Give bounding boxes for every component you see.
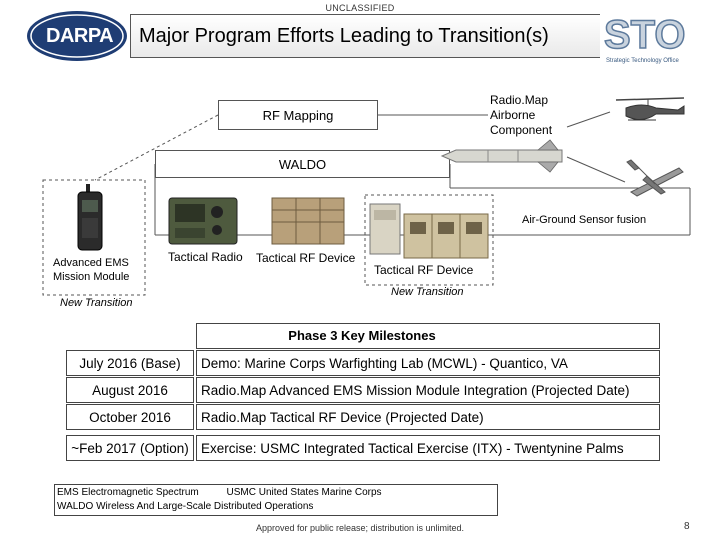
rf-mapping-label: RF Mapping: [262, 108, 334, 123]
air-ground-fusion-label: Air-Ground Sensor fusion: [522, 214, 647, 226]
tactical-radio-label: Tactical Radio: [168, 250, 243, 264]
advanced-ems-label: Advanced EMS Mission Module: [53, 257, 130, 283]
classification-banner: UNCLASSIFIED: [325, 3, 395, 13]
drone-image: [626, 159, 684, 197]
sto-logo-text: STO: [604, 13, 686, 57]
tactical-rf-device-image: [271, 197, 345, 245]
milestone-event-cell: Radio.Map Tactical RF Device (Projected …: [196, 404, 660, 430]
milestone-event-cell: Demo: Marine Corps Warfighting Lab (MCWL…: [196, 350, 660, 376]
sto-logo: STO Strategic Technology Office: [598, 8, 694, 68]
page-number: 8: [684, 521, 690, 532]
legend-line-1: EMS Electromagnetic Spectrum USMC United…: [57, 487, 382, 498]
darpa-logo-text: DARPA: [46, 25, 114, 47]
title-banner: Major Program Efforts Leading to Transit…: [130, 14, 600, 58]
tactical-radio-image: [168, 197, 238, 245]
milestones-title-box: [196, 323, 660, 349]
milestones-title: Phase 3 Key Milestones: [288, 328, 436, 343]
waldo-label: WALDO: [278, 157, 327, 172]
milestone-date-cell: October 2016: [66, 404, 194, 430]
ems-device-image: [77, 184, 103, 251]
milestone-date-cell: July 2016 (Base): [66, 350, 194, 376]
tactical-rf-device-label-1: Tactical RF Device: [256, 251, 356, 265]
darpa-logo: DARPA: [26, 10, 128, 62]
milestone-event-cell: Radio.Map Advanced EMS Mission Module In…: [196, 377, 660, 403]
helicopter-image: [615, 97, 685, 121]
waldo-box: WALDO: [155, 150, 450, 178]
milestone-date-cell: August 2016: [66, 377, 194, 403]
acronym-legend: EMS Electromagnetic Spectrum USMC United…: [54, 484, 498, 516]
tactical-rf-device-2-image: [369, 203, 489, 259]
rf-mapping-box: RF Mapping: [218, 100, 378, 130]
sto-caption: Strategic Technology Office: [606, 58, 679, 64]
tactical-rf-device-label-2: Tactical RF Device: [374, 263, 474, 277]
legend-line-2: WALDO Wireless And Large-Scale Distribut…: [57, 501, 314, 512]
missile-image: [440, 139, 563, 173]
release-statement: Approved for public release; distributio…: [255, 523, 465, 533]
milestone-event-cell: Exercise: USMC Integrated Tactical Exerc…: [196, 435, 660, 461]
radiomap-airborne-label: Radio.Map Airborne Component: [490, 93, 553, 137]
new-transition-left-label: New Transition: [60, 297, 133, 309]
new-transition-right-label: New Transition: [391, 286, 464, 298]
milestone-date-cell: ~Feb 2017 (Option): [66, 435, 194, 461]
page-title: Major Program Efforts Leading to Transit…: [139, 25, 549, 47]
